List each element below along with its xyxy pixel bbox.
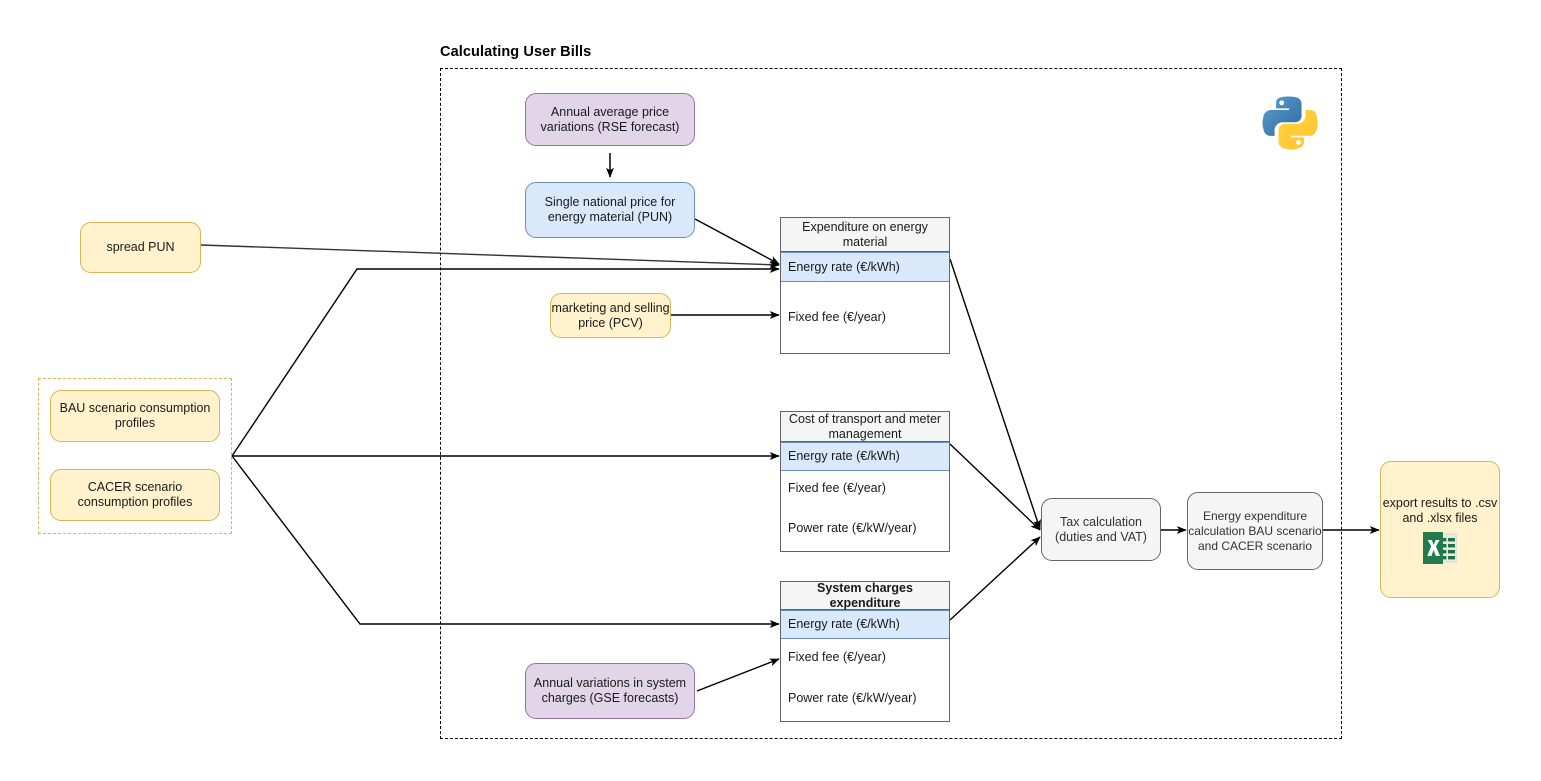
node-export-results[interactable]: export results to .csv and .xlsx files bbox=[1380, 461, 1500, 598]
table-row[interactable]: Fixed fee (€/year) bbox=[788, 649, 886, 664]
calculating-user-bills-frame bbox=[440, 68, 1342, 739]
node-pun-label: Single national price for energy materia… bbox=[544, 195, 676, 224]
node-export-results-label: export results to .csv and .xlsx files bbox=[1382, 495, 1498, 525]
node-rse-forecast-label: Annual average price variations (RSE for… bbox=[540, 104, 680, 134]
node-spread-pun-label: spread PUN bbox=[106, 240, 175, 254]
table-row[interactable]: Power rate (€/kW/year) bbox=[788, 690, 917, 705]
excel-file-icon bbox=[1423, 531, 1458, 564]
node-pun[interactable]: Single national price for energy materia… bbox=[525, 182, 695, 238]
node-gse-forecast-label: Annual variations in system charges (GSE… bbox=[533, 676, 687, 705]
node-spread-pun[interactable]: spread PUN bbox=[80, 222, 201, 273]
node-pcv[interactable]: marketing and selling price (PCV) bbox=[550, 293, 671, 338]
table-system-charges-expenditure: System charges expenditure Energy rate (… bbox=[780, 581, 950, 722]
table-row[interactable]: Power rate (€/kW/year) bbox=[788, 520, 917, 535]
node-tax-calculation-label: Tax calculation (duties and VAT) bbox=[1055, 514, 1147, 544]
node-energy-expenditure-calculation-label: Energy expenditure calculation BAU scena… bbox=[1188, 508, 1322, 553]
node-cacer-profiles[interactable]: CACER scenario consumption profiles bbox=[50, 469, 220, 521]
node-energy-expenditure-calculation[interactable]: Energy expenditure calculation BAU scena… bbox=[1187, 492, 1323, 570]
table-row[interactable]: Fixed fee (€/year) bbox=[788, 480, 886, 495]
table-expenditure-on-energy-material: Expenditure on energy material Energy ra… bbox=[780, 217, 950, 354]
table-header: Expenditure on energy material bbox=[781, 218, 949, 252]
python-logo-icon bbox=[1259, 92, 1319, 152]
node-pcv-label: marketing and selling price (PCV) bbox=[551, 300, 670, 330]
consumption-profiles-group bbox=[38, 378, 232, 534]
node-bau-profiles[interactable]: BAU scenario consumption profiles bbox=[50, 390, 220, 442]
node-cacer-profiles-label: CACER scenario consumption profiles bbox=[77, 480, 193, 509]
node-tax-calculation[interactable]: Tax calculation (duties and VAT) bbox=[1041, 498, 1161, 561]
table-row[interactable]: Energy rate (€/kWh) bbox=[781, 442, 949, 471]
table-row[interactable]: Energy rate (€/kWh) bbox=[781, 252, 949, 282]
table-row[interactable]: Energy rate (€/kWh) bbox=[781, 610, 949, 639]
table-row[interactable]: Fixed fee (€/year) bbox=[788, 309, 886, 324]
table-cost-of-transport-and-meter-management: Cost of transport and meter management E… bbox=[780, 411, 950, 552]
node-gse-forecast[interactable]: Annual variations in system charges (GSE… bbox=[525, 663, 695, 719]
table-header: System charges expenditure bbox=[781, 581, 949, 610]
node-bau-profiles-label: BAU scenario consumption profiles bbox=[59, 401, 211, 430]
page-title: Calculating User Bills bbox=[440, 44, 592, 60]
table-header: Cost of transport and meter management bbox=[781, 412, 949, 442]
node-rse-forecast[interactable]: Annual average price variations (RSE for… bbox=[525, 93, 695, 146]
